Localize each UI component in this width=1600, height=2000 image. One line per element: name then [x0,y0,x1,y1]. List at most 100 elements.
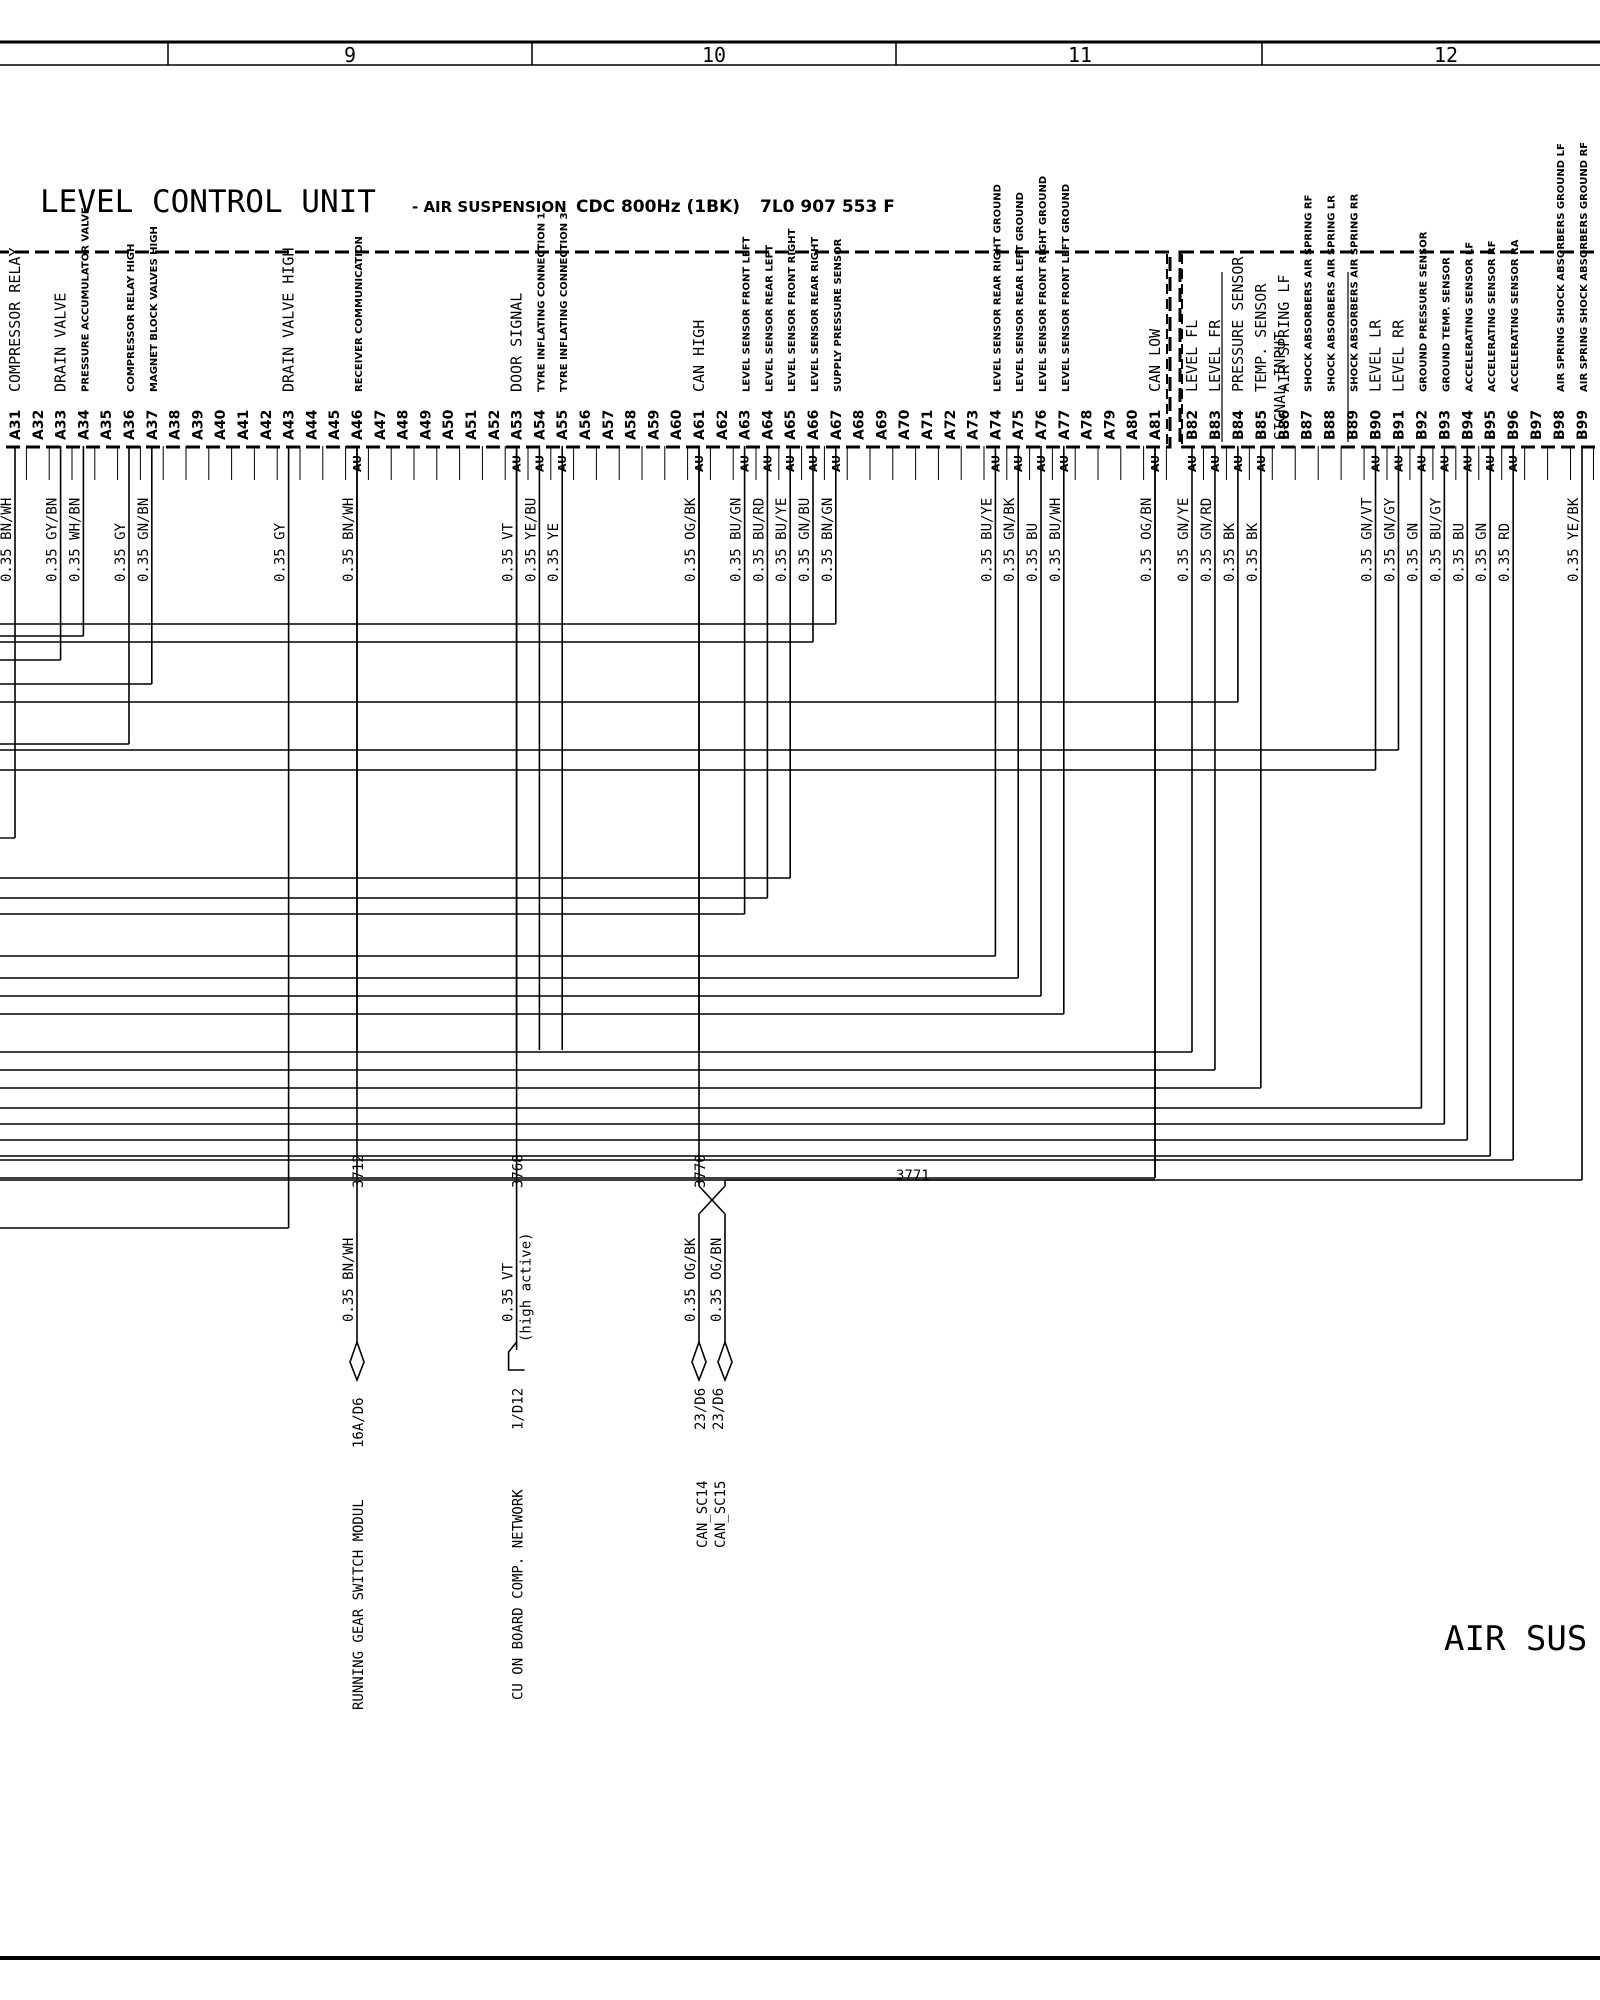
footer-title: AIR SUS [1444,1619,1587,1659]
pin-function-a64: LEVEL SENSOR REAR LEFT [764,245,775,392]
pin-a34: A34 PRESSURE ACCUMULATOR VALVE 0.35 WH/BN [67,207,92,582]
unit-part-number: 7L0 907 553 F [760,197,895,217]
pin-function-a81: CAN LOW [1146,328,1164,392]
pin-function-a74: LEVEL SENSOR REAR RIGHT GROUND [992,184,1003,392]
pin-a39: A39 [190,410,206,440]
pin-function-a76: LEVEL SENSOR FRONT RIGHT GROUND [1038,176,1049,392]
pin-id-a44: A44 [304,409,320,440]
pin-id-a72: A72 [943,410,959,440]
pin-id-b92: B92 [1414,410,1430,440]
pin-a62: A62 [715,410,731,440]
pin-a78: A78 [1080,410,1096,440]
pin-a41: A41 [236,410,252,440]
dest-location-1d12: 1/D12 [511,1388,527,1430]
pin-function-b88: SHOCK ABSORBERS AIR SPRING LR [1327,195,1338,392]
pin-id-a70: A70 [897,409,913,440]
signal-input-bracket: SIGNAL INPUT [1221,272,1349,442]
wire-color-b90: 0.35 GN/VT [1360,497,1376,582]
pin-function-b82: LEVEL FL [1183,320,1201,392]
pin-function-a53: DOOR SIGNAL [508,293,526,392]
pin-a51: A51 [464,410,480,440]
pin-b97: B97 [1529,410,1545,440]
pin-a71: A71 [920,410,936,440]
pin-id-a52: A52 [487,410,503,440]
wire-color-b85: 0.35 BK [1245,522,1261,582]
pin-id-a43: A43 [282,410,298,440]
pin-id-b83: B83 [1208,410,1224,440]
wire-color-b93: 0.35 BU/GY [1428,497,1444,582]
pin-id-b93: B93 [1437,410,1453,440]
pin-a49: A49 [418,410,434,440]
pin-id-a50: A50 [441,409,457,440]
pin-function-b89: SHOCK ABSORBERS AIR SPRING RR [1350,193,1361,392]
pin-a80: A80 [1125,409,1141,440]
wire-color-b94: 0.35 BU [1451,523,1467,582]
pin-id-a36: A36 [122,410,138,440]
pin-function-a37: MAGNET BLOCK VALVES HIGH [149,226,160,392]
pin-id-a49: A49 [418,410,434,440]
pin-function-b91: LEVEL RR [1389,319,1407,392]
pin-id-b98: B98 [1552,410,1568,440]
pin-function-a36: COMPRESSOR RELAY HIGH [126,244,137,392]
pin-a70: A70 [897,409,913,440]
pin-id-a48: A48 [396,410,412,440]
pin-id-a53: A53 [510,410,526,440]
dest-note-high-active: (high active) [519,1232,535,1342]
pin-id-b84: B84 [1231,410,1247,440]
unit-variant: CDC 800Hz (1BK) [576,197,740,217]
destination-connectors: 3712 0.35 BN/WH 16A/D6 RUNNING GEAR SWIT… [341,1154,930,1710]
pin-id-b97: B97 [1529,410,1545,440]
pin-a79: A79 [1102,410,1118,440]
pin-a59: A59 [646,410,662,440]
wire-color-a34: 0.35 WH/BN [67,498,83,582]
wire-color-a74: 0.35 BU/YE [979,498,995,582]
wire-color-a67: 0.35 BN/GN [820,498,836,582]
pin-id-a56: A56 [578,410,594,440]
pin-id-a59: A59 [646,410,662,440]
pin-id-a54: A54 [532,409,548,440]
pin-id-a73: A73 [966,410,982,440]
wire-color-b84: 0.35 BK [1222,522,1238,582]
pin-a32: A32 [31,410,47,440]
wire-color-b91: 0.35 GN/GY [1382,497,1398,582]
wire-color-a63: 0.35 BU/GN [729,498,745,582]
pin-id-a33: A33 [54,410,70,440]
pin-function-b98: AIR SPRING SHOCK ABSORBERS GROUND LF [1556,143,1567,392]
pin-function-a34: PRESSURE ACCUMULATOR VALVE [80,207,91,392]
column-number-12: 12 [1434,43,1458,67]
pin-function-b99: AIR SPRING SHOCK ABSORBERS GROUND RF [1579,142,1590,392]
wire-color-a61: 0.35 OG/BK [683,497,699,582]
wire-color-a55: 0.35 YE [546,523,562,582]
pin-separators [25,446,1594,480]
pin-id-a34: A34 [76,409,92,440]
pin-id-b85: B85 [1254,410,1270,440]
pin-id-a65: A65 [783,410,799,440]
signal-input-label: SIGNAL INPUT [1271,332,1289,440]
dest-name-can-sc15: CAN_SC15 [713,1481,729,1548]
pin-id-a41: A41 [236,410,252,440]
unit-title: LEVEL CONTROL UNIT [40,184,376,220]
pin-id-a61: A61 [692,410,708,440]
pin-id-b88: B88 [1323,410,1339,440]
pin-function-a46: RECEIVER COMMUNICATION [354,236,365,392]
pin-id-a38: A38 [168,410,184,440]
pin-function-a65: LEVEL SENSOR FRONT RIGHT [787,228,798,392]
pin-id-a62: A62 [715,410,731,440]
